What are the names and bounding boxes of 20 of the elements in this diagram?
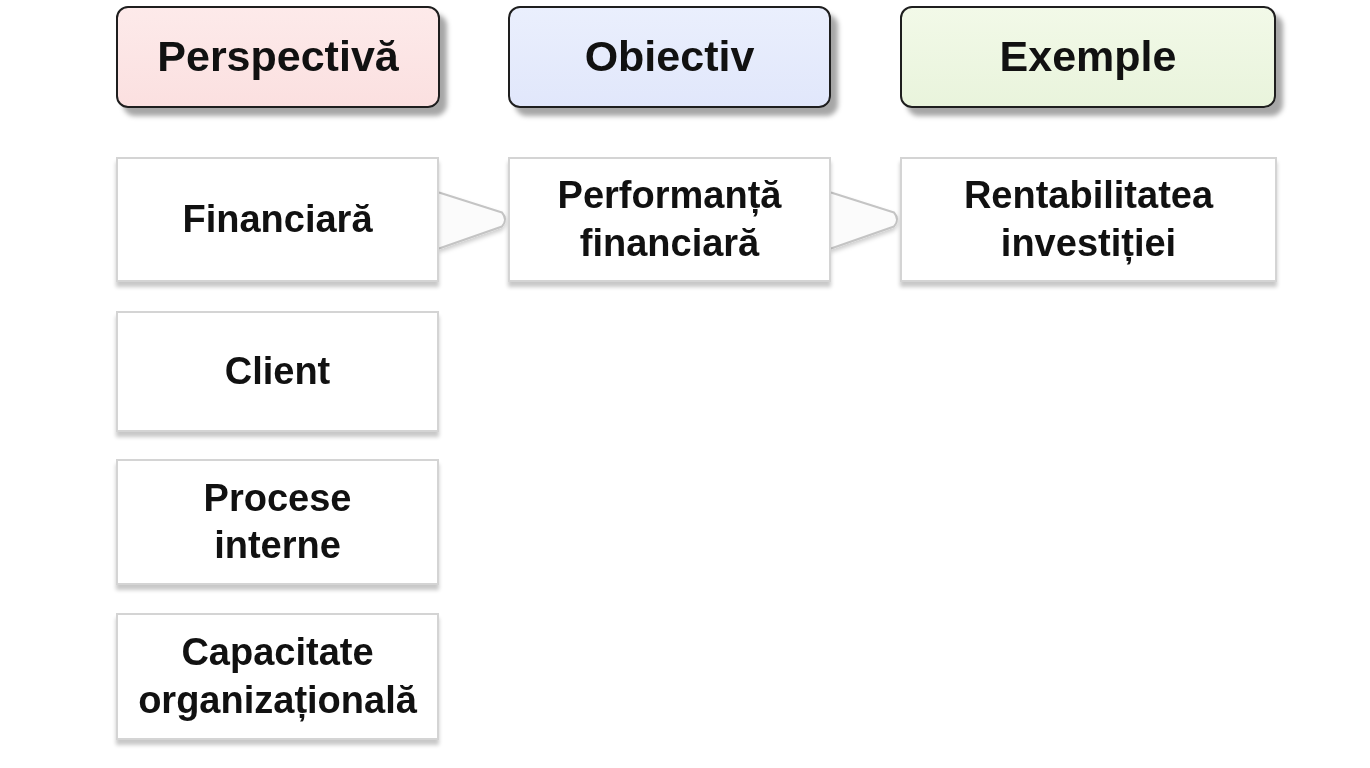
header-box xyxy=(508,6,831,108)
node-label: Perspectivă xyxy=(157,31,399,83)
process-box xyxy=(900,157,1277,282)
node-label: Capacitate organizațională xyxy=(137,630,418,724)
node-label: Exemple xyxy=(999,31,1177,83)
wedge-connector xyxy=(830,191,898,250)
process-box xyxy=(116,157,439,282)
process-box xyxy=(116,311,439,432)
process-box xyxy=(116,613,439,740)
node-label: Procese interne xyxy=(202,475,353,568)
process-box xyxy=(508,157,831,282)
node-label: Client xyxy=(224,348,331,394)
node-label: Performanță financiară xyxy=(556,173,783,266)
process-box xyxy=(116,459,439,585)
header-box xyxy=(116,6,440,108)
node-label: Obiectiv xyxy=(584,31,755,83)
node-label: Financiară xyxy=(182,196,373,242)
node-label: Rentabilitatea investiției xyxy=(962,173,1215,267)
wedge-connector xyxy=(438,191,506,250)
header-box xyxy=(900,6,1276,108)
